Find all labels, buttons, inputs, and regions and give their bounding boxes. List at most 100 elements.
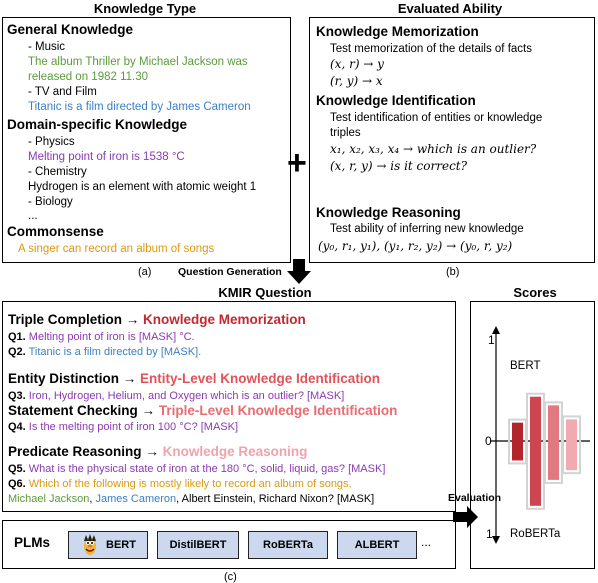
- triple-level-label: Triple-Level Knowledge Identification: [158, 403, 398, 418]
- axis-arrow-down-icon: [492, 536, 500, 544]
- bert-bar-4: [566, 419, 577, 441]
- plm-distilbert: DistilBERT: [157, 531, 239, 559]
- music-category: - Music: [28, 41, 66, 53]
- bar-outline-4: [562, 415, 581, 475]
- predicate-reasoning-row: Predicate Reasoning → Knowledge Reasonin…: [8, 444, 307, 459]
- physics-category: - Physics: [28, 136, 75, 148]
- music-fact-line2: released on 1982 11.30: [28, 71, 148, 83]
- knowledge-reasoning-label: Knowledge Reasoning: [162, 444, 308, 459]
- q2-text: Titanic is a film directed by [MASK].: [28, 346, 202, 358]
- caption-b: (b): [446, 266, 460, 278]
- plus-sign: +: [287, 144, 307, 182]
- memorization-desc: Test memorization of the details of fact…: [330, 43, 532, 55]
- question-q5: Q5. What is the physical state of iron a…: [8, 462, 385, 476]
- kmir-question-panel: [2, 301, 456, 512]
- arrow-icon: →: [125, 312, 140, 327]
- q2-label: Q2.: [8, 346, 26, 358]
- question-generation-arrow: [287, 259, 311, 284]
- bert-series-label: BERT: [510, 360, 541, 372]
- q6-text: Which of the following is mostly likely …: [28, 478, 352, 490]
- evaluation-arrow: [453, 506, 478, 528]
- q6-option-rest: , Albert Einstein, Richard Nixon? [MASK]: [176, 493, 375, 505]
- chemistry-category: - Chemistry: [28, 166, 87, 178]
- plm-distilbert-label: DistilBERT: [169, 539, 227, 551]
- zero-tick-label: 0: [485, 434, 492, 448]
- axis-arrow-up-icon: [492, 326, 500, 334]
- plm-roberta: RoBERTa: [248, 531, 328, 559]
- reasoning-desc: Test ability of inferring new knowledge: [330, 223, 524, 235]
- arrow-icon: →: [141, 403, 156, 418]
- identification-title: Knowledge Identification: [316, 93, 476, 108]
- entity-distinction-row: Entity Distinction → Entity-Level Knowle…: [8, 371, 380, 386]
- plm-roberta-label: RoBERTa: [263, 539, 313, 551]
- q5-text: What is the physical state of iron at th…: [28, 463, 386, 475]
- knowledge-type-panel: [2, 17, 291, 263]
- top-tick-label: 1: [488, 333, 495, 347]
- entity-distinction-label: Entity Distinction: [8, 371, 119, 386]
- triple-completion-row: Triple Completion → Knowledge Memorizati…: [8, 312, 306, 327]
- identification-desc-line2: triples: [330, 127, 361, 139]
- plms-label: PLMs: [14, 535, 51, 550]
- commonsense-fact: A singer can record an album of songs: [18, 243, 215, 255]
- reasoning-title: Knowledge Reasoning: [316, 205, 461, 220]
- roberta-bar-3: [548, 441, 559, 480]
- q5-label: Q5.: [8, 463, 26, 475]
- question-q6-options: Michael Jackson, James Cameron, Albert E…: [8, 492, 374, 506]
- q6-option-2: James Cameron: [95, 493, 177, 505]
- q4-text: Is the melting point of iron 100 °C? [MA…: [28, 421, 239, 433]
- memorization-formula-2: (r, y) → x: [330, 74, 383, 88]
- bert-bar-3: [548, 405, 559, 441]
- reasoning-formula: (y₀, r₁, y₁), (y₁, r₂, y₂) → (y₀, r, y₂): [318, 239, 513, 253]
- q3-label: Q3.: [8, 390, 26, 402]
- plm-more: ...: [421, 535, 432, 549]
- bert-bar-2: [530, 396, 541, 441]
- scores-header: Scores: [513, 285, 557, 300]
- q6-option-1: Michael Jackson: [8, 493, 90, 505]
- bert-bar-1: [512, 422, 523, 441]
- bert-character-icon: [84, 534, 97, 555]
- knowledge-type-header: Knowledge Type: [93, 1, 197, 16]
- identification-desc-line1: Test identification of entities or knowl…: [330, 112, 543, 124]
- statement-checking-row: Statement Checking → Triple-Level Knowle…: [8, 403, 397, 418]
- predicate-reasoning-label: Predicate Reasoning: [8, 444, 142, 459]
- evaluated-ability-header: Evaluated Ability: [397, 1, 503, 16]
- caption-a: (a): [138, 266, 152, 278]
- q1-text: Melting point of iron is [MASK] °C.: [28, 331, 195, 343]
- q1-label: Q1.: [8, 331, 26, 343]
- identification-formula-2: (x, r, y) → is it correct?: [330, 159, 468, 173]
- roberta-bar-1: [512, 441, 523, 461]
- kmir-question-header: KMIR Question: [218, 285, 312, 300]
- ellipsis: ...: [28, 210, 38, 222]
- arrow-icon: →: [122, 371, 137, 386]
- evaluated-ability-panel: [309, 17, 595, 263]
- entity-level-label: Entity-Level Knowledge Identification: [140, 371, 381, 386]
- plm-bert-label: BERT: [106, 539, 136, 551]
- question-q2: Q2. Titanic is a film directed by [MASK]…: [8, 345, 201, 359]
- plm-bert: BERT: [68, 531, 148, 559]
- chemistry-fact: Hydrogen is an element with atomic weigh…: [28, 181, 257, 193]
- tv-fact: Titanic is a film directed by James Came…: [28, 101, 251, 113]
- evaluation-label: Evaluation: [448, 492, 502, 504]
- tv-category: - TV and Film: [28, 86, 97, 98]
- roberta-bar-4: [566, 441, 577, 471]
- memorization-formula-1: (x, r) → y: [330, 57, 384, 71]
- question-q1: Q1. Melting point of iron is [MASK] °C.: [8, 330, 195, 344]
- roberta-series-label: RoBERTa: [510, 528, 561, 540]
- question-q6: Q6. Which of the following is mostly lik…: [8, 477, 352, 491]
- bottom-tick-label: 1: [486, 527, 493, 541]
- biology-category: - Biology: [28, 196, 73, 208]
- question-q4: Q4. Is the melting point of iron 100 °C?…: [8, 420, 238, 434]
- q6-separator: ,: [89, 493, 96, 505]
- memorization-title: Knowledge Memorization: [316, 24, 479, 39]
- statement-checking-label: Statement Checking: [8, 403, 138, 418]
- roberta-bar-2: [530, 441, 541, 506]
- plm-albert: ALBERT: [337, 531, 417, 559]
- music-fact-line1: The album Thriller by Michael Jackson wa…: [28, 56, 248, 68]
- scores-panel: [470, 301, 595, 569]
- arrow-icon: →: [145, 444, 159, 459]
- scores-chart: [490, 326, 590, 544]
- question-generation-label: Question Generation: [178, 266, 282, 278]
- plm-albert-label: ALBERT: [354, 539, 400, 551]
- identification-formula-1: x₁, x₂, x₃, x₄ → which is an outlier?: [330, 142, 537, 156]
- knowledge-memorization-label: Knowledge Memorization: [143, 312, 306, 327]
